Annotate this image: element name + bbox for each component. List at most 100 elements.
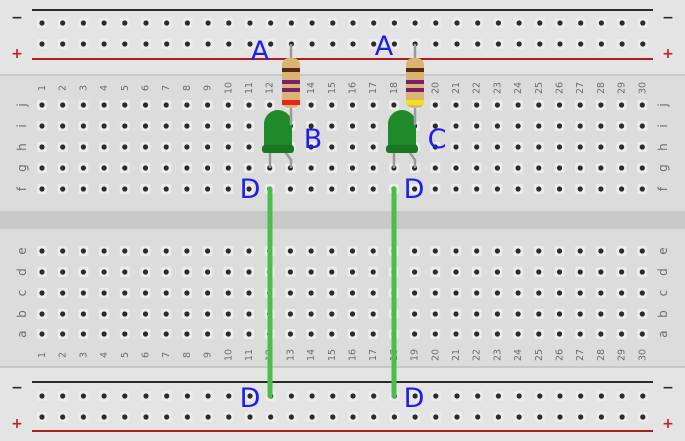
hole-c6[interactable] xyxy=(140,288,151,298)
hole-i1[interactable] xyxy=(37,121,47,131)
rail-hole[interactable] xyxy=(637,391,648,401)
hole-f16[interactable] xyxy=(347,184,358,194)
hole-e16[interactable] xyxy=(347,246,358,256)
hole-h29[interactable] xyxy=(616,142,627,152)
rail-hole[interactable] xyxy=(637,412,648,422)
resistor-right[interactable] xyxy=(406,44,424,125)
rail-hole[interactable] xyxy=(493,39,504,49)
hole-h6[interactable] xyxy=(140,142,151,152)
hole-b13[interactable] xyxy=(285,309,296,319)
hole-g26[interactable] xyxy=(554,163,565,173)
hole-a23[interactable] xyxy=(492,329,503,339)
rail-hole[interactable] xyxy=(245,391,255,401)
hole-g27[interactable] xyxy=(575,163,586,173)
rail-hole[interactable] xyxy=(472,391,483,401)
hole-b29[interactable] xyxy=(616,309,627,319)
rail-hole[interactable] xyxy=(493,18,504,28)
hole-a6[interactable] xyxy=(140,329,151,339)
rail-hole[interactable] xyxy=(596,412,607,422)
rail-hole[interactable] xyxy=(617,18,628,28)
rail-hole[interactable] xyxy=(514,18,525,28)
rail-hole[interactable] xyxy=(37,391,47,401)
rail-hole[interactable] xyxy=(452,412,462,422)
hole-i25[interactable] xyxy=(533,121,544,131)
rail-hole[interactable] xyxy=(78,39,89,49)
rail-hole[interactable] xyxy=(348,18,358,28)
hole-f19[interactable] xyxy=(409,184,420,194)
hole-f29[interactable] xyxy=(616,184,627,194)
rail-hole[interactable] xyxy=(307,18,318,28)
hole-a4[interactable] xyxy=(99,329,110,339)
hole-b19[interactable] xyxy=(409,309,420,319)
hole-c29[interactable] xyxy=(616,288,627,298)
hole-c28[interactable] xyxy=(595,288,606,298)
hole-c10[interactable] xyxy=(223,288,234,298)
hole-b14[interactable] xyxy=(306,309,317,319)
hole-i6[interactable] xyxy=(140,121,151,131)
hole-f9[interactable] xyxy=(202,184,213,194)
hole-j28[interactable] xyxy=(595,100,606,110)
hole-j14[interactable] xyxy=(306,100,317,110)
rail-hole[interactable] xyxy=(452,18,462,28)
hole-j26[interactable] xyxy=(554,100,565,110)
rail-hole[interactable] xyxy=(617,39,628,49)
rail-hole[interactable] xyxy=(245,18,255,28)
hole-d28[interactable] xyxy=(595,267,606,277)
hole-b28[interactable] xyxy=(595,309,606,319)
hole-c27[interactable] xyxy=(575,288,586,298)
hole-a8[interactable] xyxy=(181,329,192,339)
hole-h8[interactable] xyxy=(181,142,192,152)
hole-i11[interactable] xyxy=(244,121,254,131)
hole-d30[interactable] xyxy=(637,267,648,277)
rail-hole[interactable] xyxy=(472,412,483,422)
hole-h14[interactable] xyxy=(306,142,317,152)
hole-e26[interactable] xyxy=(554,246,565,256)
hole-g16[interactable] xyxy=(347,163,358,173)
hole-g1[interactable] xyxy=(37,163,47,173)
hole-d29[interactable] xyxy=(616,267,627,277)
hole-g6[interactable] xyxy=(140,163,151,173)
rail-hole[interactable] xyxy=(99,412,110,422)
rail-hole[interactable] xyxy=(596,39,607,49)
rail-hole[interactable] xyxy=(410,391,421,401)
hole-f23[interactable] xyxy=(492,184,503,194)
hole-i17[interactable] xyxy=(368,121,379,131)
rail-hole[interactable] xyxy=(286,391,297,401)
hole-a7[interactable] xyxy=(161,329,172,339)
hole-i21[interactable] xyxy=(451,121,461,131)
rail-hole[interactable] xyxy=(368,18,379,28)
hole-g2[interactable] xyxy=(57,163,68,173)
rail-hole[interactable] xyxy=(203,412,214,422)
rail-hole[interactable] xyxy=(637,18,648,28)
rail-hole[interactable] xyxy=(348,39,358,49)
hole-g25[interactable] xyxy=(533,163,544,173)
hole-c19[interactable] xyxy=(409,288,420,298)
rail-hole[interactable] xyxy=(307,39,318,49)
hole-e22[interactable] xyxy=(471,246,482,256)
rail-hole[interactable] xyxy=(141,391,151,401)
hole-e17[interactable] xyxy=(368,246,379,256)
rail-hole[interactable] xyxy=(245,39,255,49)
hole-j10[interactable] xyxy=(223,100,234,110)
rail-hole[interactable] xyxy=(410,412,421,422)
hole-e3[interactable] xyxy=(78,246,89,256)
hole-f13[interactable] xyxy=(285,184,296,194)
rail-hole[interactable] xyxy=(119,39,130,49)
hole-g22[interactable] xyxy=(471,163,482,173)
rail-hole[interactable] xyxy=(575,18,586,28)
hole-a22[interactable] xyxy=(471,329,482,339)
hole-h30[interactable] xyxy=(637,142,648,152)
hole-b15[interactable] xyxy=(326,309,337,319)
hole-i30[interactable] xyxy=(637,121,648,131)
hole-c14[interactable] xyxy=(306,288,317,298)
hole-b23[interactable] xyxy=(492,309,503,319)
hole-b11[interactable] xyxy=(244,309,254,319)
hole-d1[interactable] xyxy=(37,267,47,277)
hole-d25[interactable] xyxy=(533,267,544,277)
hole-h15[interactable] xyxy=(326,142,337,152)
hole-a28[interactable] xyxy=(595,329,606,339)
hole-h26[interactable] xyxy=(554,142,565,152)
hole-b7[interactable] xyxy=(161,309,172,319)
hole-j29[interactable] xyxy=(616,100,627,110)
rail-hole[interactable] xyxy=(265,18,276,28)
